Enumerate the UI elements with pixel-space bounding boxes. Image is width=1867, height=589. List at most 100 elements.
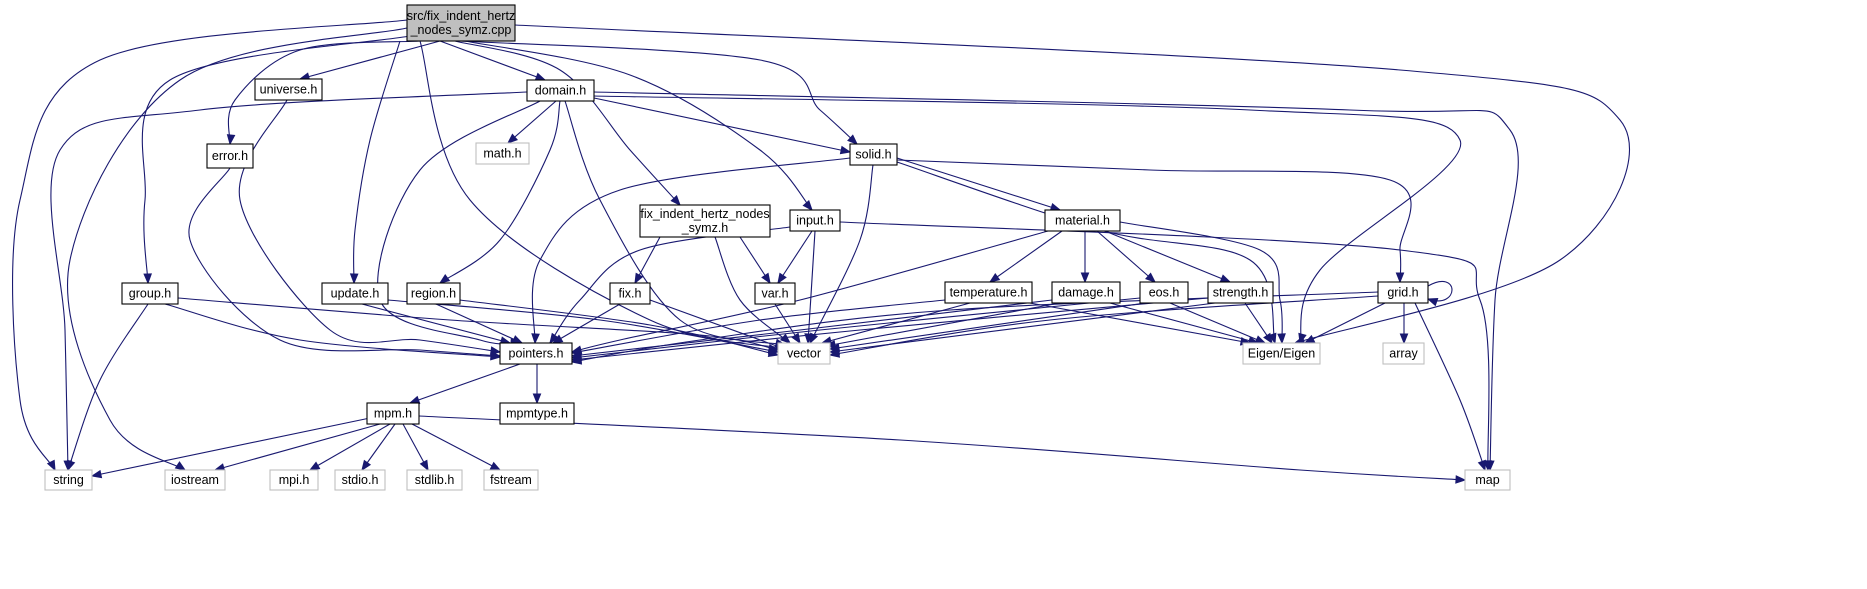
edge-mpm-to-mpi (309, 423, 391, 471)
node-strength-box (1207, 281, 1274, 304)
node-math-label: math.h (483, 147, 521, 161)
arrowhead-fixsymz-to-vector (779, 333, 792, 344)
node-material-box (1044, 209, 1121, 232)
arrowhead-fixsymz-to-var (761, 272, 771, 285)
node-universe[interactable]: universe.h (254, 78, 323, 101)
node-input-box (789, 209, 841, 232)
node-map-label: map (1475, 473, 1499, 487)
arrowhead-mpm-to-stdio (361, 459, 372, 472)
node-solid-box (849, 143, 898, 166)
arrowhead-input-to-vector (804, 333, 813, 345)
edge-solid-to-grid (896, 159, 1412, 283)
node-var[interactable]: var.h (754, 282, 796, 305)
node-group[interactable]: group.h (121, 282, 179, 305)
arrowhead-input-to-pointers (549, 332, 559, 345)
arrowhead-root-to-solid (847, 134, 858, 145)
edges-layer (12, 19, 1630, 484)
node-damage-box (1051, 281, 1121, 304)
node-input-label: input.h (796, 214, 834, 228)
node-root[interactable]: src/fix_indent_hertz_nodes_symz.cpp (406, 4, 516, 42)
node-strength-label: strength.h (1213, 286, 1269, 300)
edge-root-to-domain (439, 40, 546, 81)
edge-strength-to-pointers (571, 297, 1209, 361)
arrowhead-root-to-error (226, 134, 236, 146)
node-mpm[interactable]: mpm.h (366, 402, 420, 425)
edge-group-to-pointers (164, 303, 501, 358)
arrowhead-domain-to-eigen (1298, 332, 1307, 345)
node-array: array (1382, 342, 1425, 365)
node-mpm-label: mpm.h (374, 407, 412, 421)
node-universe-box (254, 78, 323, 101)
edge-material-to-strength (1104, 230, 1231, 283)
arrowhead-grid-to-grid (1426, 297, 1439, 307)
edge-input-to-var (777, 230, 813, 284)
arrowhead-group-to-string (67, 459, 76, 472)
node-grid[interactable]: grid.h (1377, 281, 1429, 304)
node-eigen: Eigen/Eigen (1242, 342, 1321, 365)
node-stdio-box (334, 469, 386, 491)
node-mpm-box (366, 402, 420, 425)
node-fixsymz-label: _symz.h (681, 221, 729, 235)
nodes-layer: src/fix_indent_hertz_nodes_symz.cppunive… (44, 4, 1511, 491)
node-var-box (754, 282, 796, 305)
node-eos[interactable]: eos.h (1139, 281, 1189, 304)
node-fixsymz[interactable]: fix_indent_hertz_nodes_symz.h (639, 204, 771, 238)
node-update[interactable]: update.h (321, 282, 389, 305)
node-map: map (1464, 469, 1511, 491)
node-error[interactable]: error.h (206, 143, 254, 169)
node-temperature[interactable]: temperature.h (944, 281, 1033, 304)
edge-root-to-group (141, 35, 411, 284)
edge-input-to-pointers (549, 226, 791, 344)
node-strength[interactable]: strength.h (1207, 281, 1274, 304)
node-eos-label: eos.h (1149, 286, 1180, 300)
edge-root-to-fixsymz (454, 40, 681, 206)
edge-root-to-eigen (514, 24, 1630, 344)
node-eos-box (1139, 281, 1189, 304)
node-region-label: region.h (411, 287, 456, 301)
node-input[interactable]: input.h (789, 209, 841, 232)
edge-domain-to-string (50, 91, 528, 471)
edge-update-to-pointers (361, 303, 511, 344)
node-material-label: material.h (1055, 214, 1110, 228)
arrowhead-region-to-pointers (511, 335, 524, 344)
node-grid-box (1377, 281, 1429, 304)
edge-material-to-temperature (989, 230, 1063, 283)
arrowhead-solid-to-grid (1395, 272, 1405, 284)
arrowhead-material-to-damage (1080, 272, 1090, 284)
node-domain-box (526, 79, 595, 102)
edge-region-to-pointers (435, 303, 523, 344)
node-vector-box (777, 342, 831, 365)
arrowhead-region-to-vector (767, 348, 780, 358)
node-update-box (321, 282, 389, 305)
arrowhead-material-to-temperature (988, 272, 1001, 283)
node-material[interactable]: material.h (1044, 209, 1121, 232)
arrowhead-root-to-domain (534, 72, 547, 81)
node-pointers-box (499, 342, 573, 365)
node-damage[interactable]: damage.h (1051, 281, 1121, 304)
arrowhead-group-to-pointers (490, 351, 502, 361)
edge-fix-to-pointers (552, 303, 621, 344)
node-solid-label: solid.h (855, 148, 891, 162)
node-mpmtype[interactable]: mpmtype.h (499, 402, 575, 425)
arrowhead-mpm-to-map (1455, 475, 1467, 484)
node-stdlib: stdlib.h (406, 469, 463, 491)
node-array-label: array (1389, 347, 1418, 361)
edge-root-to-error (227, 40, 421, 145)
node-domain[interactable]: domain.h (526, 79, 595, 102)
node-pointers[interactable]: pointers.h (499, 342, 573, 365)
node-math-box (475, 142, 530, 165)
edge-grid-to-eigen (1304, 302, 1386, 344)
arrowhead-domain-to-region (438, 273, 451, 284)
node-solid[interactable]: solid.h (849, 143, 898, 166)
node-region[interactable]: region.h (406, 282, 461, 305)
node-string: string (44, 469, 93, 491)
arrowhead-domain-to-solid (839, 145, 852, 155)
edge-mpm-to-iostream (214, 423, 381, 471)
node-fix[interactable]: fix.h (609, 282, 651, 305)
edge-temperature-to-pointers (571, 299, 946, 354)
edge-solid-to-pointers (531, 157, 851, 344)
arrowhead-eos-to-eigen (1254, 335, 1267, 344)
node-stdlib-box (406, 469, 463, 491)
node-root-label: _nodes_symz.cpp (410, 23, 512, 37)
